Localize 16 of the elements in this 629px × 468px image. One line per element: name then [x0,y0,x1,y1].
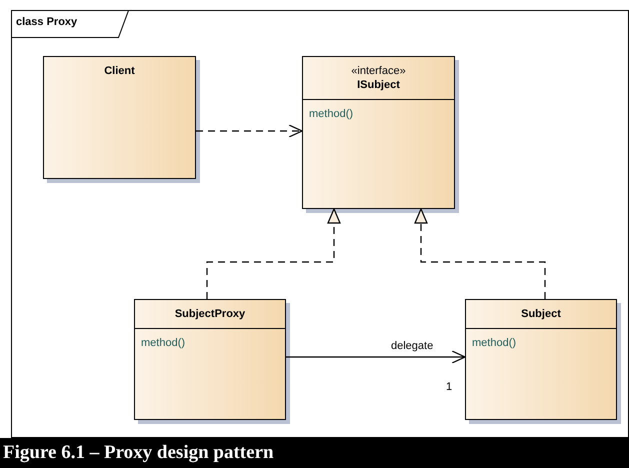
dependency-arrow [196,124,303,138]
class-name: Subject [521,308,561,320]
association-arrow [286,350,466,364]
frame-title: class Proxy [16,16,78,28]
figure-caption: Figure 6.1 – Proxy design pattern [3,442,274,464]
operation: method() [308,107,354,120]
edge-label: delegate [391,340,434,353]
class-name: ISubject [357,79,400,91]
class-name: SubjectProxy [174,308,246,320]
diagram-frame [11,10,629,438]
operation: method() [140,336,186,349]
realization-arrow [206,208,341,299]
class-name: Client [104,65,135,77]
operation: method() [471,336,516,349]
realization-arrow [414,208,546,299]
stereotype: «interface» [351,65,406,77]
